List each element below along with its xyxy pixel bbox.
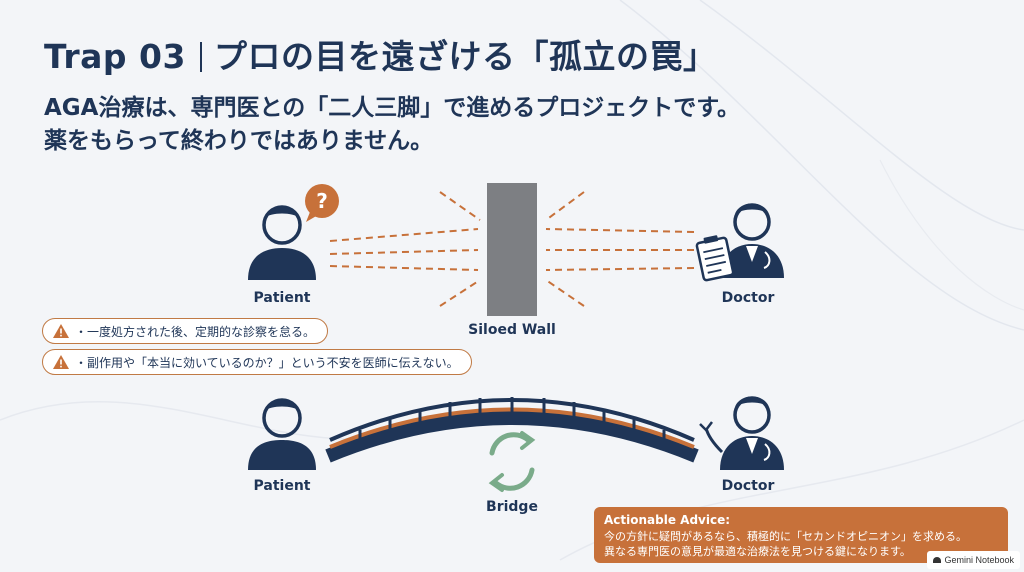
title-separator [199,42,202,72]
warning-triangle-icon [53,324,69,338]
question-mark: ? [316,189,328,213]
warning-item-2: ・副作用や「本当に効いているのか？」という不安を医師に伝えない。 [42,349,472,375]
dashed-arrows-right [545,191,695,307]
patient-label-bottom: Patient [253,478,311,494]
patient-icon-top [248,205,316,280]
page-title: Trap 03 プロの目を遠ざける「孤立の罠」 [44,30,716,78]
doctor-label-bottom: Doctor [721,478,775,494]
trap-heading: プロの目を遠ざける「孤立の罠」 [213,37,717,76]
patient-icon-bottom [248,398,316,470]
warning-text-2: ・副作用や「本当に効いているのか？」という不安を医師に伝えない。 [75,355,459,370]
warning-item-1: ・一度処方された後、定期的な診察を怠る。 [42,318,329,344]
subtitle-line-1: AGA治療は、専門医との「二人三脚」で進めるプロジェクトです。 [44,95,740,121]
clipboard-icon [695,235,735,282]
doctor-icon-top [720,203,784,278]
doctor-icon-bottom [699,396,784,470]
doctor-label-top: Doctor [721,290,775,306]
advice-line-2: 異なる専門医の意見が最適な治療法を見つける鍵になります。 [604,545,911,558]
brand-name: Gemini Notebook [944,555,1014,565]
brand-logo-icon [933,557,942,563]
brand-badge: Gemini Notebook [927,551,1020,569]
trap-number: Trap 03 [44,37,186,76]
warning-text-1: ・一度処方された後、定期的な診察を怠る。 [75,324,316,339]
question-bubble-icon: ? [305,184,339,222]
wall-label: Siloed Wall [468,322,556,338]
advice-line-1: 今の方針に疑問があるなら、積極的に「セカンドオピニオン」を求める。 [604,530,967,543]
subtitle: AGA治療は、専門医との「二人三脚」で進めるプロジェクトです。 薬をもらって終わ… [44,92,740,158]
dashed-arrows-left [329,191,481,307]
subtitle-line-2: 薬をもらって終わりではありません。 [44,128,434,154]
warning-triangle-icon [53,355,69,369]
siloed-wall [487,183,537,316]
bridge-label: Bridge [486,499,538,515]
patient-label-top: Patient [253,290,311,306]
bridge [325,397,699,463]
recycle-arrows-icon [488,431,536,492]
advice-heading: Actionable Advice: [604,513,731,527]
